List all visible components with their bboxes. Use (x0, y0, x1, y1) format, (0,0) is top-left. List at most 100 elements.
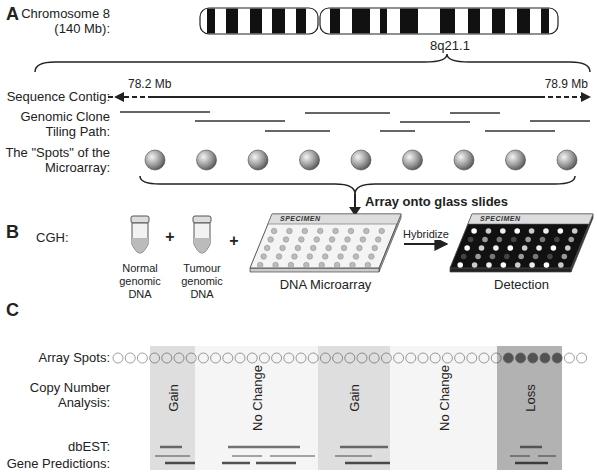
array-spot (454, 150, 474, 170)
chromosome-band (330, 9, 340, 34)
slide-spot (529, 262, 535, 268)
slide-spot (357, 245, 363, 251)
chromosome-ideogram (200, 8, 558, 34)
tube (131, 216, 149, 253)
slide-spot (276, 254, 282, 260)
slide-spot (375, 237, 381, 243)
slide-label: SPECIMEN (280, 215, 321, 223)
panel-letter: B (6, 222, 19, 243)
slide-spot (273, 262, 279, 268)
row-label: Array Spots: (38, 350, 110, 365)
brace (140, 176, 575, 194)
contig-arrow (108, 92, 591, 102)
slide-spot (329, 237, 335, 243)
slide-edge (450, 268, 571, 272)
edge-label: Hybridize (402, 228, 450, 240)
genomic-clone (400, 121, 470, 123)
slide-spot (304, 262, 310, 268)
slide-spot (299, 237, 305, 243)
slide-spot (522, 245, 528, 251)
slide-face (450, 214, 593, 268)
sample-label: Tumour genomic DNA (177, 262, 227, 301)
slide-spot (353, 254, 359, 260)
slide-caption: Detection (448, 277, 595, 292)
row-label: Copy Number Analysis: (4, 380, 110, 410)
p-arm (200, 8, 318, 34)
array-spot (577, 353, 587, 363)
slide-spot (515, 262, 521, 268)
sample-label: Normal genomic DNA (115, 262, 165, 301)
slide-spot (562, 254, 568, 260)
slide-spot (464, 245, 470, 251)
chromosome-band (352, 9, 370, 34)
slide-spot (317, 228, 323, 234)
chromosome-band (440, 9, 455, 34)
slide-spot (518, 254, 524, 260)
band-name: 8q21.1 (420, 38, 480, 53)
plus-sign: + (223, 232, 245, 250)
genomic-clone (450, 112, 500, 114)
slide-spot (288, 262, 294, 268)
panel-letter: A (6, 4, 19, 25)
slide-spot (525, 237, 531, 243)
slide-spot (271, 228, 277, 234)
genomic-clone (485, 130, 555, 132)
slide-spot (486, 262, 492, 268)
panel-letter: C (6, 300, 19, 321)
slide-spot (280, 245, 286, 251)
slide-outline (248, 212, 403, 274)
row-label: dbEST: (68, 439, 110, 454)
plus-sign: + (158, 228, 182, 246)
copy-number-label: Gain (165, 384, 180, 411)
slide-spot (338, 254, 344, 260)
copy-number-label: Loss (522, 384, 537, 411)
slide-spot (365, 262, 371, 268)
slide-spot (533, 254, 539, 260)
slide-spot (341, 245, 347, 251)
genomic-clone (120, 111, 210, 113)
chromosome-band (468, 9, 480, 34)
slide-spot (514, 228, 520, 234)
slide-spot (333, 228, 339, 234)
slide-spot (372, 245, 378, 251)
slide-spot (307, 254, 313, 260)
slide-spot (350, 262, 356, 268)
slide-spot (292, 254, 298, 260)
copy-number-band: No Change (390, 346, 497, 470)
array-spot (137, 353, 147, 363)
slide-spot (302, 228, 308, 234)
slide-spot (326, 245, 332, 251)
slide-spot (482, 237, 488, 243)
array-spot (506, 150, 526, 170)
slide-spot (314, 237, 320, 243)
slide-spot (479, 245, 485, 251)
chromosome-band (517, 9, 530, 34)
slide-spot (295, 245, 301, 251)
slide-spot (322, 254, 328, 260)
copy-number-label: No Change (249, 365, 264, 431)
slide-spot (457, 262, 463, 268)
slide-spot (283, 237, 289, 243)
row-label: Genomic Clone Tiling Path: (4, 109, 110, 139)
slide-spot (507, 245, 513, 251)
slide-spot (364, 228, 370, 234)
slide-spot (257, 262, 263, 268)
array-spot (351, 150, 371, 170)
genomic-clone (380, 130, 415, 132)
slide-spot (540, 237, 546, 243)
slide-label: SPECIMEN (480, 215, 521, 223)
slide-spot (558, 262, 564, 268)
array-spot (564, 353, 574, 363)
slide-spot (529, 228, 535, 234)
slide-spot (536, 245, 542, 251)
chromosome-band (207, 9, 215, 34)
slide-spot (490, 254, 496, 260)
slide-edge (250, 268, 379, 272)
copy-number-label: Gain (347, 384, 362, 411)
slide-spot (511, 237, 517, 243)
row-label: Sequence Contig: (7, 89, 110, 104)
slide-spot (554, 237, 560, 243)
genomic-clone (265, 130, 330, 132)
slide-spot (287, 228, 293, 234)
slide-caption: DNA Microarray (248, 277, 403, 292)
